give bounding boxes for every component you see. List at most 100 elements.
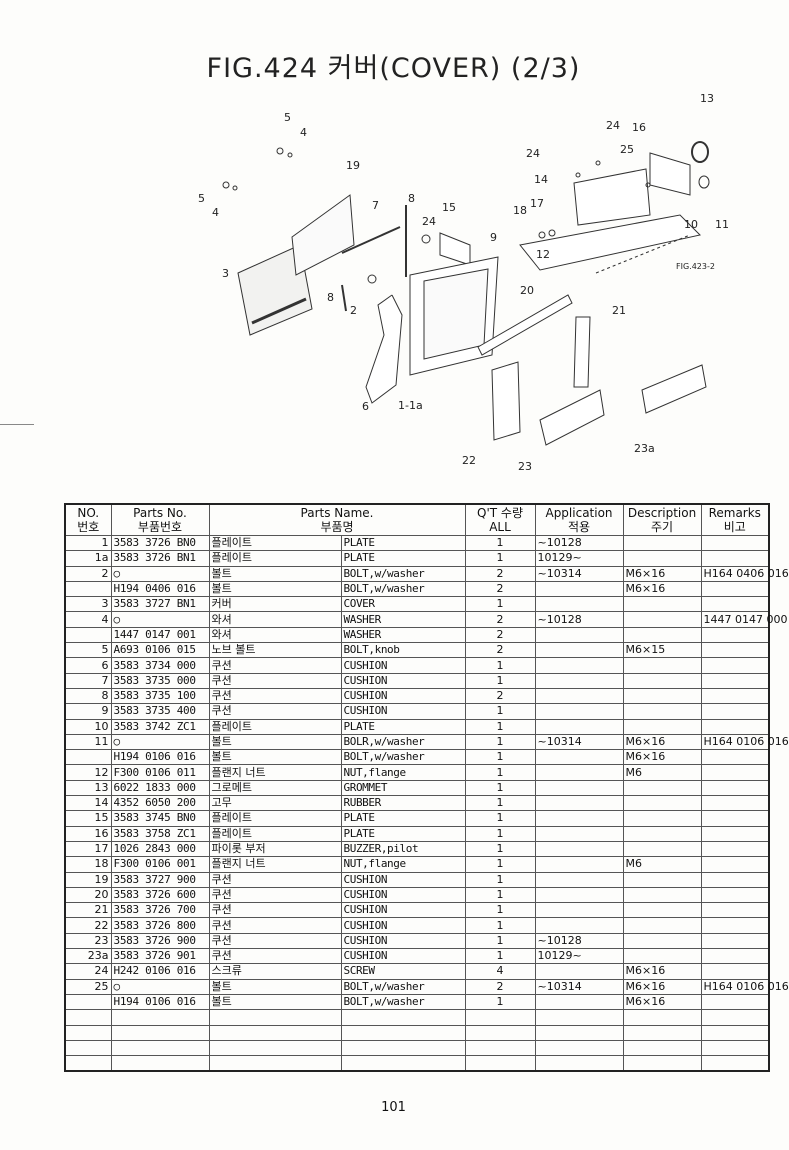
cell-app [534, 993, 624, 1011]
cell-pn: ○ [110, 565, 210, 582]
cell-desc [622, 703, 702, 720]
cell-rem [700, 825, 770, 842]
cell-en: BOLR,w/washer [340, 733, 466, 751]
blank-cell [208, 1009, 342, 1026]
callout-23a: 23a [634, 442, 655, 455]
cell-desc [622, 871, 702, 888]
cell-app [534, 779, 624, 797]
cell-qty: 1 [464, 550, 536, 567]
blank-cell [700, 1039, 770, 1057]
cell-desc [622, 840, 702, 858]
cell-ko: 볼트 [208, 978, 342, 995]
cell-rem [700, 993, 770, 1011]
blank-cell [110, 1024, 210, 1041]
cell-app [534, 963, 624, 980]
cell-ko: 쿠션 [208, 703, 342, 720]
cell-pn: 1026 2843 000 [110, 840, 210, 858]
cell-desc [622, 596, 702, 613]
cell-qty: 1 [464, 795, 536, 812]
blank-cell [110, 1009, 210, 1026]
parts-table: NO.번호 Parts No.부품번호 Parts Name.부품명 Q'T 수… [64, 503, 789, 1073]
cell-pn: ○ [110, 611, 210, 628]
cell-app [534, 810, 624, 827]
header-parts-no: Parts No.부품번호 [110, 503, 210, 536]
cell-no: 11 [64, 733, 112, 751]
cell-en: CUSHION [340, 932, 466, 950]
cell-no: 13 [64, 779, 112, 797]
cell-pn: H194 0106 016 [110, 993, 210, 1011]
callout-24c: 24 [422, 215, 436, 228]
cell-ko: 볼트 [208, 749, 342, 766]
cell-qty: 1 [464, 657, 536, 674]
cell-desc [622, 902, 702, 919]
header-parts-name: Parts Name.부품명 [208, 503, 466, 536]
cell-app [534, 657, 624, 674]
cell-en: COVER [340, 596, 466, 613]
cell-desc: M6×16 [622, 749, 702, 766]
cell-desc: M6 [622, 764, 702, 781]
cell-no [64, 749, 112, 766]
cell-pn: 3583 3734 000 [110, 657, 210, 674]
blank-cell [464, 1009, 536, 1026]
callout-23: 23 [518, 460, 532, 473]
blank-cell [464, 1039, 536, 1057]
cell-rem [700, 596, 770, 613]
cell-desc [622, 534, 702, 552]
cell-pn: 3583 3735 100 [110, 687, 210, 705]
cell-no: 7 [64, 672, 112, 689]
cell-ko: 와셔 [208, 611, 342, 628]
blank-cell [622, 1055, 702, 1072]
cell-app [534, 886, 624, 904]
cell-app [534, 718, 624, 735]
page-title: FIG.424 커버(COVER) (2/3) [206, 53, 581, 84]
cell-pn: H194 0106 016 [110, 749, 210, 766]
cell-ko: 커버 [208, 596, 342, 613]
cell-ko: 쿠션 [208, 672, 342, 689]
figure-reference: FIG.423-2 [676, 262, 715, 271]
callout-6: 6 [362, 400, 369, 413]
blank-cell [700, 1009, 770, 1026]
cell-rem [700, 810, 770, 827]
cell-pn: 3583 3758 ZC1 [110, 825, 210, 842]
cell-no: 20 [64, 886, 112, 904]
cell-en: CUSHION [340, 871, 466, 888]
cell-no [64, 993, 112, 1011]
cell-en: NUT,flange [340, 856, 466, 873]
cell-en: CUSHION [340, 657, 466, 674]
cell-ko: 볼트 [208, 733, 342, 751]
blank-cell [340, 1009, 466, 1026]
cell-qty: 1 [464, 917, 536, 934]
blank-cell [208, 1055, 342, 1072]
cell-app: ~10314 [534, 978, 624, 995]
cell-rem [700, 687, 770, 705]
cell-en: SCREW [340, 963, 466, 980]
cell-pn: F300 0106 011 [110, 764, 210, 781]
blank-cell [340, 1024, 466, 1041]
cell-rem [700, 550, 770, 567]
callout-4b: 4 [212, 206, 219, 219]
cell-qty: 1 [464, 840, 536, 858]
cell-no: 23 [64, 932, 112, 950]
edge-mark [0, 424, 34, 425]
cell-no: 22 [64, 917, 112, 934]
callout-13: 13 [700, 92, 714, 105]
callout-5a: 5 [284, 111, 291, 124]
blank-cell [208, 1024, 342, 1041]
cell-app [534, 840, 624, 858]
cell-qty: 2 [464, 642, 536, 659]
cell-rem [700, 963, 770, 980]
cell-qty: 1 [464, 703, 536, 720]
callout-25: 25 [620, 143, 634, 156]
page-number: 101 [381, 1100, 406, 1115]
cell-no: 9 [64, 703, 112, 720]
